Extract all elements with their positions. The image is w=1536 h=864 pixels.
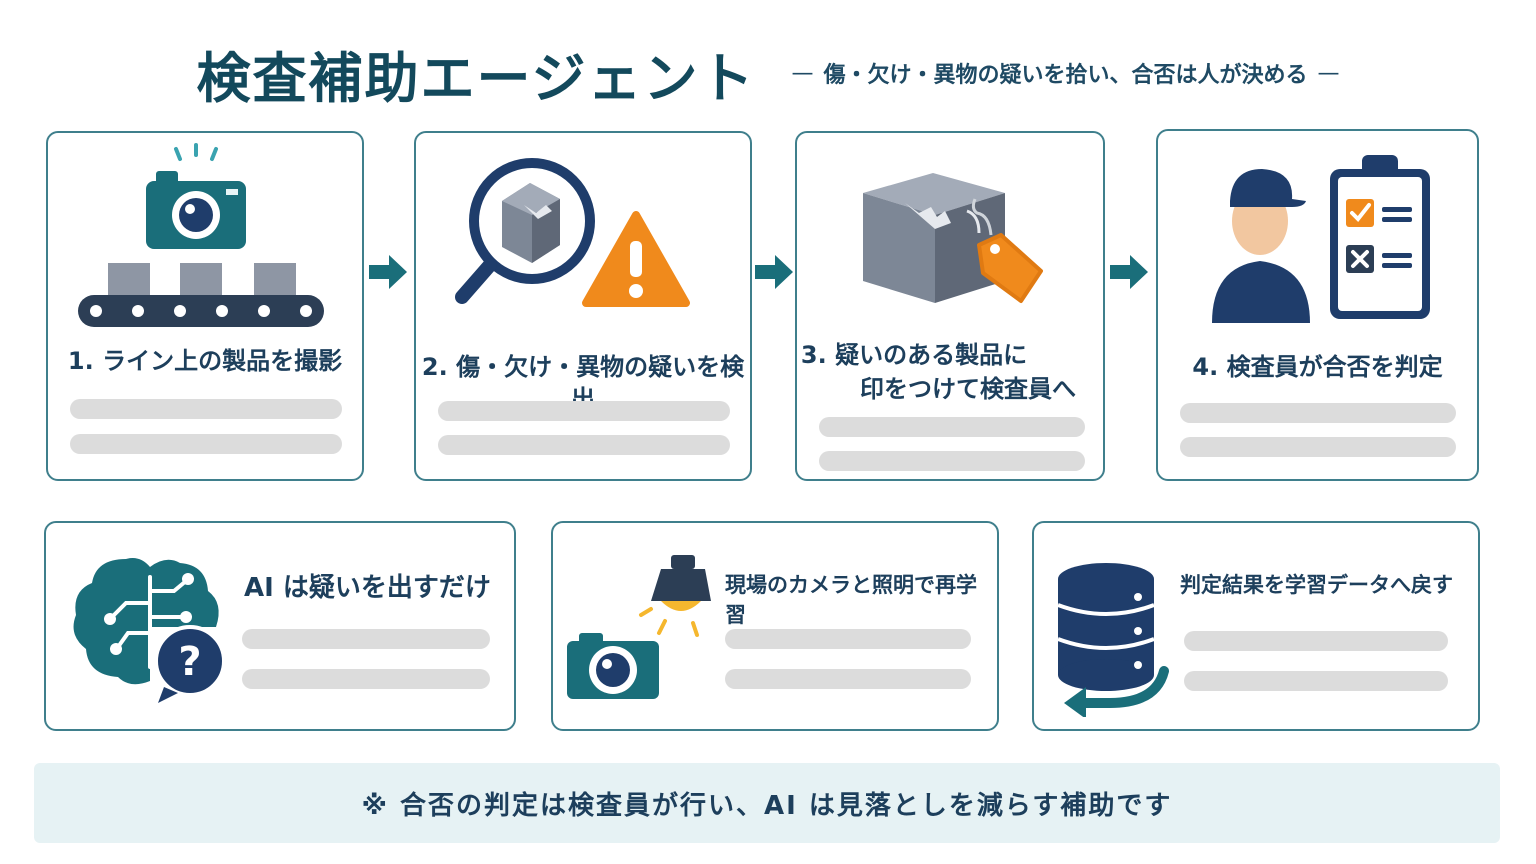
arrow-right-icon [755,255,793,289]
text-placeholder-line [438,401,730,421]
text-placeholder-line [1180,403,1456,423]
svg-text:?: ? [178,639,201,685]
feature-2-label: 現場のカメラと照明で再学習 [725,573,977,627]
header: 検査補助エージェント — 傷・欠け・異物の疑いを拾い、合否は人が決める — [0,28,1536,118]
text-placeholder-line [242,629,490,649]
feature-1-label: AI は疑いを出すだけ [244,573,491,603]
arrow-right-icon [369,255,407,289]
arrow-right-icon [1110,255,1148,289]
text-placeholder-line [1184,671,1448,691]
step-3-label-line-1: 3. 疑いのある製品に [800,341,1028,369]
step-3-label-line-2: 印をつけて検査員へ [860,375,1076,403]
magnifier-warning-icon [455,158,690,307]
text-placeholder-line [1184,631,1448,651]
text-placeholder-line [438,435,730,455]
page-subtitle: — 傷・欠け・異物の疑いを拾い、合否は人が決める — [791,57,1339,89]
text-placeholder-line [819,451,1085,471]
text-placeholder-line [70,434,342,454]
footer-note: ※ 合否の判定は検査員が行い、AI は見落としを減らす補助です [34,763,1500,843]
text-placeholder-line [242,669,490,689]
database-loop-icon [1057,563,1169,717]
camera-conveyor-icon [78,143,324,327]
step-card-3: 3. 疑いのある製品に 印をつけて検査員へ [795,131,1105,481]
text-placeholder-line [725,629,971,649]
text-placeholder-line [70,399,342,419]
step-1-label: 1. ライン上の製品を撮影 [67,347,343,375]
feature-card-2: 現場のカメラと照明で再学習 [551,521,999,731]
ai-brain-question-icon: ? [73,558,226,703]
feature-card-1: ? AI は疑いを出すだけ [44,521,516,731]
step-card-2: 2. 傷・欠け・異物の疑いを検出 [414,131,752,481]
step-4-label: 4. 検査員が合否を判定 [1192,353,1443,381]
text-placeholder-line [1180,437,1456,457]
subtitle-dash-right: — [1317,60,1340,86]
step-card-4: 4. 検査員が合否を判定 [1156,129,1479,481]
text-placeholder-line [725,669,971,689]
step-card-1: 1. ライン上の製品を撮影 [46,131,364,481]
page-title: 検査補助エージェント [196,46,756,110]
camera-lamp-icon [567,555,711,699]
subtitle-text: 傷・欠け・異物の疑いを拾い、合否は人が決める [823,63,1308,88]
subtitle-dash-left: — [791,60,814,86]
feature-card-3: 判定結果を学習データへ戻す [1032,521,1480,731]
feature-3-label: 判定結果を学習データへ戻す [1180,573,1453,597]
text-placeholder-line [819,417,1085,437]
tagged-box-icon [863,173,1043,303]
inspector-checklist-icon [1212,155,1430,323]
